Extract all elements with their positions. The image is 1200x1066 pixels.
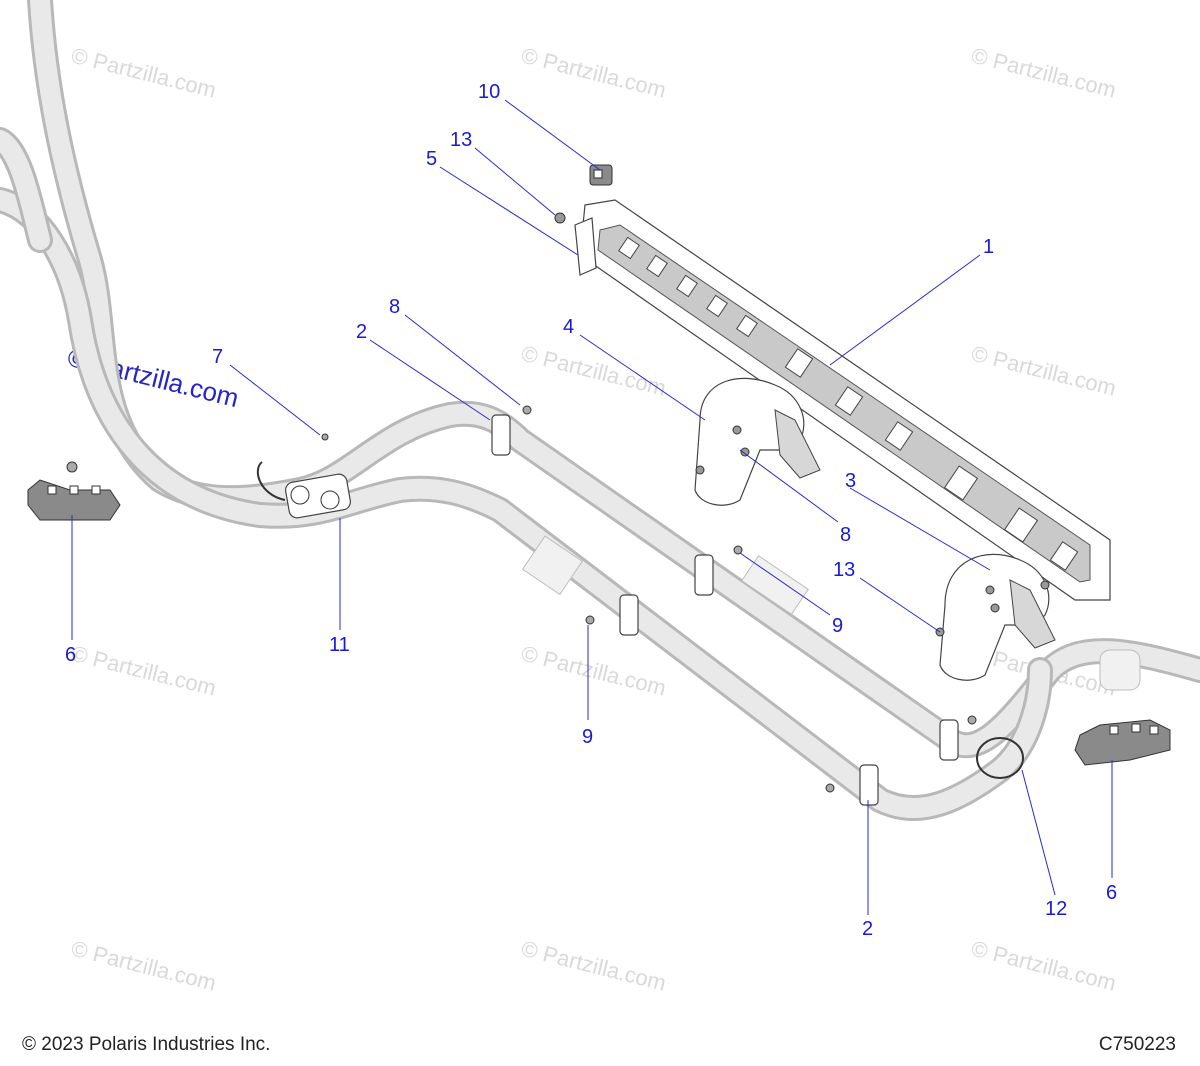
callout-label: 9: [582, 726, 593, 748]
watermark: © Partzilla.com: [69, 43, 219, 103]
callout-label: 6: [65, 644, 76, 666]
watermark: © Partzilla.com: [69, 641, 219, 701]
callout-label: 3: [845, 470, 856, 492]
callout-label: 2: [862, 918, 873, 940]
loop-strap: [976, 737, 1024, 779]
foot-peg-left: [27, 479, 121, 521]
callout-label: 11: [329, 634, 350, 656]
tube-clamps: [491, 414, 959, 806]
watermark: © Partzilla.com: [969, 936, 1119, 996]
callout-label: 1: [983, 236, 994, 258]
watermark: © Partzilla.com: [969, 341, 1119, 401]
callout-label: 9: [832, 615, 843, 637]
callout-label: 12: [1045, 898, 1067, 920]
heat-shield-lower: [935, 553, 1056, 681]
leader-lines: [71, 99, 1113, 915]
clip-assembly: [256, 461, 351, 519]
callout-label: 10: [478, 81, 500, 103]
watermark: © Partzilla.com: [519, 43, 669, 103]
callout-label: 6: [1106, 882, 1117, 904]
connector-part: [589, 164, 613, 186]
watermark: © Partzilla.com: [519, 341, 669, 401]
callout-labels: 10 13 5 1 4 8 2 7 8 3 13 9 6 11 9 2 12 6: [65, 81, 1117, 940]
callout-label: 8: [389, 296, 400, 318]
callout-label: 4: [563, 316, 574, 338]
watermark: © Partzilla.com: [519, 641, 669, 701]
small-bracket: [554, 212, 597, 276]
copyright-text: © 2023 Polaris Industries Inc.: [22, 1034, 271, 1055]
watermark: © Partzilla.com: [69, 936, 219, 996]
callout-label: 13: [833, 559, 855, 581]
watermark: © Partzilla.com: [969, 43, 1119, 103]
rail-bracket: [579, 199, 1111, 601]
foot-peg-right: [1074, 719, 1171, 766]
callout-label: 2: [356, 321, 367, 343]
diagram-code: C750223: [1098, 1034, 1176, 1055]
callout-label: 13: [450, 129, 472, 151]
callout-label: 5: [426, 148, 437, 170]
callout-label: 8: [840, 524, 851, 546]
heat-shield-upper: [694, 377, 821, 506]
watermark: © Partzilla.com: [519, 936, 669, 996]
callout-label: 7: [212, 346, 223, 368]
